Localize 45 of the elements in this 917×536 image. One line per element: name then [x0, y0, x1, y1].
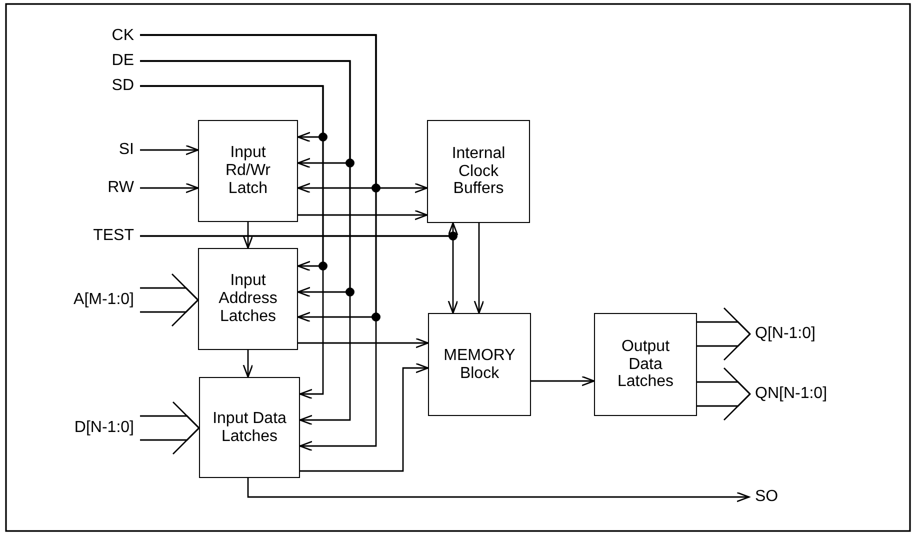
- block-label: MEMORY Block: [442, 346, 516, 382]
- block-box: [199, 377, 300, 478]
- arrow: [140, 60, 351, 426]
- signal-label: SD: [112, 77, 134, 95]
- block-label: Input Rd/Wr Latch: [224, 144, 272, 198]
- bus-line: [140, 428, 200, 441]
- arrow: [140, 144, 199, 156]
- block-label: Output Data Latches: [616, 338, 675, 392]
- bus-arrow: [140, 401, 200, 455]
- arrow: [300, 362, 429, 472]
- bus-arrow: [697, 307, 751, 361]
- signal-label: RW: [108, 179, 134, 197]
- signal-label: DE: [112, 52, 134, 70]
- signal-label: A[M-1:0]: [74, 291, 134, 309]
- bus-line: [140, 300, 198, 313]
- block-box: [428, 313, 531, 416]
- arrow: [531, 376, 595, 386]
- block-box: [427, 120, 530, 223]
- signal-label: CK: [112, 27, 134, 45]
- block-label: Input Address Latches: [218, 272, 278, 326]
- block-label: Internal Clock Buffers: [450, 144, 506, 198]
- arrow: [298, 338, 429, 348]
- signal-label: SI: [118, 141, 134, 159]
- arrow: [247, 478, 750, 502]
- block-box: [198, 120, 298, 222]
- arrow: [140, 182, 199, 194]
- bus-line: [697, 394, 750, 407]
- arrow: [298, 210, 428, 220]
- block-label: Input Data Latches: [212, 410, 287, 446]
- bus-arrow: [140, 273, 199, 327]
- block-box: [198, 248, 298, 350]
- arrow: [140, 34, 428, 194]
- signal-label: SO: [755, 488, 778, 506]
- signal-label: QN[N-1:0]: [755, 385, 828, 403]
- signal-label: Q[N-1:0]: [755, 325, 816, 343]
- bus-arrow: [697, 367, 751, 421]
- arrow: [474, 223, 484, 314]
- arrow: [242, 350, 254, 378]
- arrow: [140, 85, 324, 400]
- signal-label: TEST: [93, 227, 134, 245]
- arrow: [140, 235, 458, 314]
- bus-line: [697, 334, 750, 347]
- block-box: [594, 313, 697, 416]
- signal-label: D[N-1:0]: [74, 419, 134, 437]
- arrow: [242, 222, 254, 249]
